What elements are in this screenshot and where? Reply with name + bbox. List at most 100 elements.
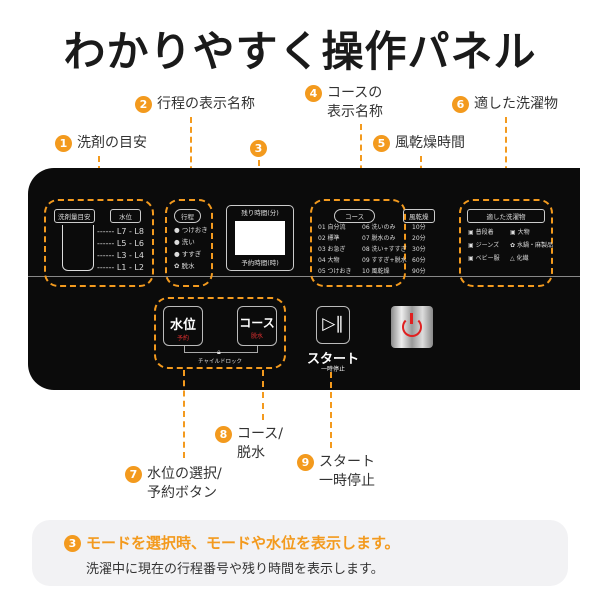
course-item: 10 風乾燥	[362, 268, 390, 275]
cup-icon	[62, 225, 94, 271]
callout-number: 1	[55, 135, 72, 152]
callout-label: スタート	[319, 454, 375, 470]
remaining-time-label: 残り時間(分)	[241, 209, 279, 217]
leader-line	[262, 370, 264, 420]
leader-line	[360, 124, 362, 192]
detergent-label: 洗剤量目安	[54, 209, 95, 223]
callout-label: コース/	[237, 426, 284, 442]
start-label: スタート	[306, 352, 359, 367]
callout-label: 水位の選択/	[147, 466, 222, 482]
page-title: わかりやすく操作パネル	[63, 27, 537, 76]
callout-label: 表示名称	[327, 104, 383, 120]
dry-time: 30分	[412, 246, 426, 253]
button-sublabel: 脱水	[250, 333, 263, 340]
course-item: 09 すすぎ+脱水	[362, 257, 407, 264]
laundry-item: 大物	[517, 229, 530, 236]
process-item: すすぎ	[181, 250, 202, 258]
dry-time: 10分	[412, 224, 426, 231]
dry-time: 60分	[412, 257, 426, 264]
water-levels: ------ L7 - L8 ------ L5 - L6 ------ L3 - …	[97, 226, 144, 274]
leader-line	[330, 372, 332, 448]
callout-number: 9	[297, 454, 314, 471]
lcd-display	[235, 221, 285, 255]
detergent-guide-area	[44, 199, 154, 287]
laundry-item: ジーンズ	[475, 242, 500, 249]
callout-7: 7 水位の選択/予約ボタン	[125, 465, 222, 503]
laundry-label: 適した洗濯物	[467, 209, 545, 223]
button-label: 水位	[169, 318, 196, 333]
callout-number: 4	[305, 85, 322, 102]
callout-1: 1 洗剤の目安	[55, 134, 147, 153]
laundry-item: 普段着	[475, 229, 494, 236]
process-item: 洗い	[181, 238, 195, 246]
process-list: ● つけおき● 洗い● すすぎ✿ 脱水	[174, 226, 208, 270]
callout-8: 8 コース/脱水	[215, 425, 283, 463]
callout-number: 6	[452, 96, 469, 113]
course-item: 03 お急ぎ	[318, 246, 346, 253]
level-row: ------ L1 - L2	[97, 263, 144, 272]
button-sublabel: 予約	[176, 335, 189, 342]
laundry-item: 化繊	[516, 255, 529, 262]
course-item: 08 洗い+すすぎ	[362, 246, 407, 253]
power-button[interactable]	[391, 306, 433, 348]
child-lock-bracket	[184, 346, 258, 353]
course-label: コース	[334, 209, 376, 223]
child-lock-label: チャイルドロック	[198, 359, 242, 365]
process-area	[165, 199, 213, 287]
laundry-item: ベビー服	[475, 255, 500, 262]
callout-9: 9 スタート一時停止	[297, 453, 375, 491]
callout-label: 風乾燥時間	[395, 135, 465, 151]
callout-label: 適した洗濯物	[474, 96, 558, 112]
course-button[interactable]: コース脱水	[237, 306, 277, 346]
dry-label: 風乾燥	[403, 209, 435, 223]
dry-time: 20分	[412, 235, 426, 242]
callout-label: 脱水	[237, 445, 265, 461]
dry-times: 10分 20分 30分 60分 90分	[412, 222, 426, 277]
callout-number: 8	[215, 426, 232, 443]
course-item: 02 標準	[318, 235, 340, 242]
note-line2: 洗濯中に現在の行程番号や残り時間を表示します。	[86, 562, 384, 577]
start-pause-button[interactable]: ▷∥	[316, 306, 350, 344]
reserve-time-label: 予約時間(時)	[241, 259, 279, 267]
level-row: ------ L7 - L8	[97, 227, 144, 236]
display-frame	[226, 205, 294, 271]
course-item: 04 大物	[318, 257, 340, 264]
play-pause-icon: ▷∥	[322, 314, 344, 334]
level-row: ------ L5 - L6	[97, 239, 144, 248]
callout-number: 3	[250, 140, 267, 157]
power-icon	[402, 313, 422, 337]
leader-line	[183, 370, 185, 458]
laundry-item: 水鍋・麻製品	[516, 242, 553, 249]
course-item: 06 洗いのみ	[362, 224, 396, 231]
laundry-list: ▣ 普段着▣ 大物▣ ジーンズ✿ 水鍋・麻製品▣ ベビー服△ 化繊	[468, 229, 553, 262]
water-level-button[interactable]: 水位予約	[163, 306, 203, 346]
lock-icon: 🔒︎	[217, 348, 221, 356]
course-item: 01 自分流	[318, 224, 346, 231]
callout-label: 洗剤の目安	[77, 135, 147, 151]
course-area	[310, 199, 406, 287]
course-item: 07 脱水のみ	[362, 235, 396, 242]
note-line1: モードを選択時、モードや水位を表示します。	[86, 534, 400, 552]
callout-3: 3	[250, 139, 272, 157]
pause-label: 一時停止	[320, 366, 345, 373]
control-panel	[28, 168, 580, 390]
button-group-area	[154, 297, 286, 369]
callout-number: 7	[125, 466, 142, 483]
note-box	[32, 520, 568, 586]
callout-label: 予約ボタン	[147, 485, 217, 501]
dry-time: 90分	[412, 268, 426, 275]
process-item: 脱水	[181, 262, 195, 270]
course-item: 05 つけおき	[318, 268, 352, 275]
callout-number: 2	[135, 96, 152, 113]
leader-line	[505, 117, 507, 192]
level-row: ------ L3 - L4	[97, 251, 144, 260]
course-list: 01 自分流 06 洗いのみ 02 標準 07 脱水のみ 03 お急ぎ 08 洗い+すすぎ…	[318, 222, 410, 277]
callout-6: 6 適した洗濯物	[452, 95, 558, 114]
callout-label: 一時停止	[319, 473, 375, 489]
button-label: コース	[239, 316, 275, 330]
leader-line	[190, 117, 192, 192]
water-level-label: 水位	[110, 209, 141, 223]
process-label: 行程	[174, 209, 201, 223]
